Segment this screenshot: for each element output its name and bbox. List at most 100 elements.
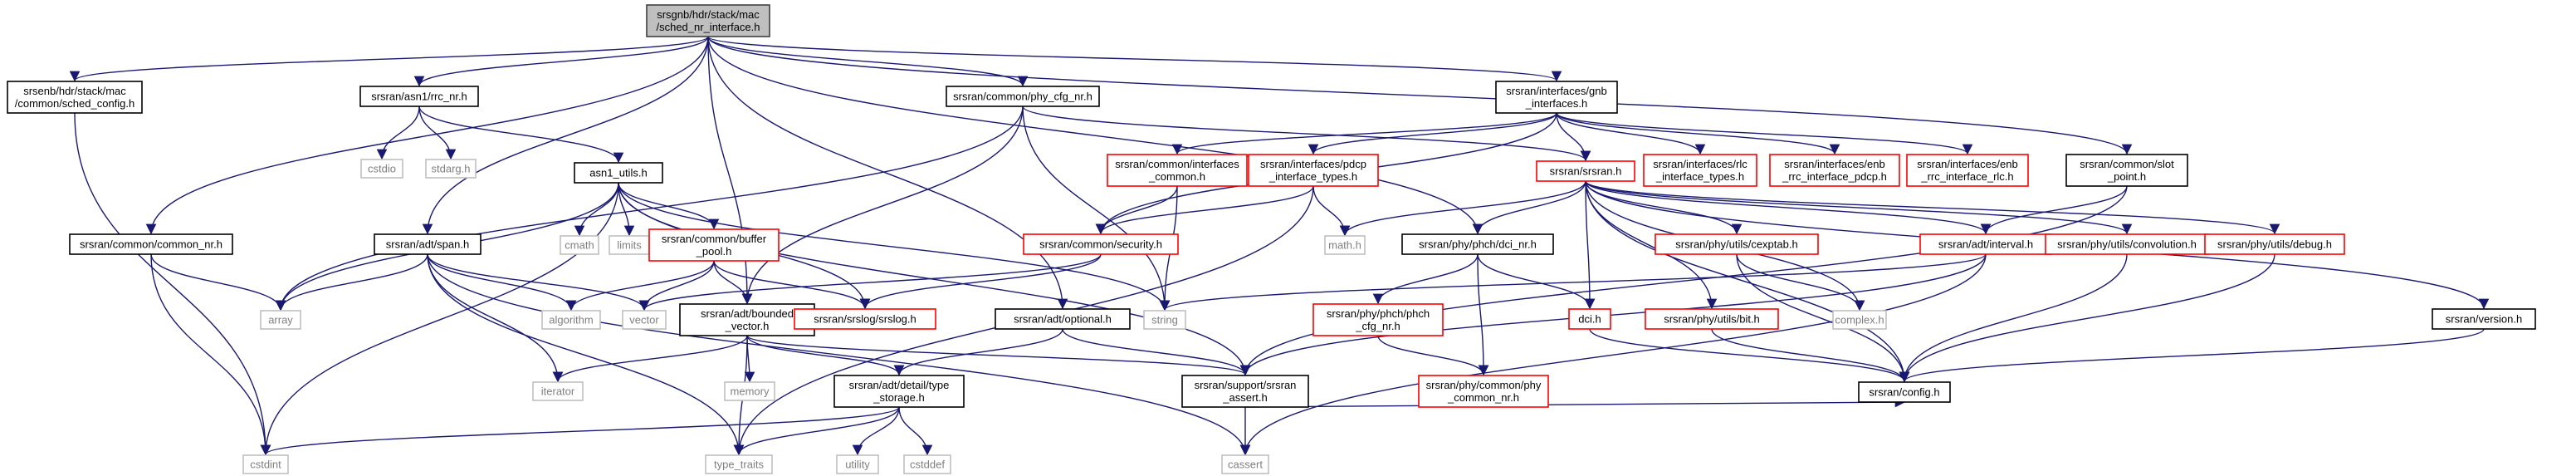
edge-srsran_assert-to-config_h — [1244, 396, 1906, 408]
node-srsran_h[interactable]: srsran/srsran.h — [1536, 160, 1635, 182]
node-algorithm: algorithm — [541, 310, 601, 330]
node-srslog[interactable]: srsran/srslog/srslog.h — [794, 308, 936, 330]
node-box-string — [1143, 310, 1186, 330]
node-interval[interactable]: srsran/adt/interval.h — [1919, 233, 2052, 255]
node-rrc_nr[interactable]: srsran/asn1/rrc_nr.h — [359, 86, 479, 107]
node-label-gnb_interfaces-0: srsran/interfaces/gnb — [1506, 85, 1606, 97]
node-complex_h: complex.h — [1832, 310, 1887, 330]
node-security[interactable]: srsran/common/security.h — [1023, 233, 1179, 255]
node-convolution[interactable]: srsran/phy/utils/convolution.h — [2045, 233, 2209, 255]
node-dci_h[interactable]: dci.h — [1568, 308, 1611, 330]
edge-buffer_pool-to-algorithm — [565, 260, 715, 312]
edge-root-to-phy_cfg_nr — [707, 36, 1029, 87]
node-rlc_interface_types[interactable]: srsran/interfaces/rlc_interface_types.h — [1643, 154, 1757, 187]
node-label-cstddef-0: cstddef — [910, 459, 945, 471]
node-label-interval-0: srsran/adt/interval.h — [1938, 238, 2033, 251]
node-cexptab[interactable]: srsran/phy/utils/cexptab.h — [1655, 233, 1819, 255]
node-label-enb_rrc_interface_rlc-0: srsran/interfaces/enb — [1917, 158, 2017, 170]
node-bit_h[interactable]: srsran/phy/utils/bit.h — [1645, 308, 1779, 330]
node-label-gnb_interfaces-1: _interfaces.h — [1525, 97, 1587, 110]
node-phy_common_nr[interactable]: srsran/phy/common/phy_common_nr.h — [1418, 375, 1549, 408]
node-common_interfaces[interactable]: srsran/common/interfaces_common.h — [1107, 154, 1248, 187]
edge-type_storage-to-type_traits — [733, 406, 900, 456]
node-box-security — [1023, 233, 1179, 255]
node-label-version-0: srsran/version.h — [2446, 313, 2522, 326]
node-box-cassert — [1221, 454, 1269, 474]
edge-gnb_interfaces-to-common_interfaces — [1171, 112, 1557, 155]
edge-phy_cfg_nr-to-string — [1022, 106, 1171, 312]
node-utility: utility — [836, 454, 879, 474]
edge-rrc_nr-to-asn1_utils — [418, 106, 624, 164]
node-box-srsran_assert — [1181, 375, 1309, 408]
node-dci_nr[interactable]: srsran/phy/phch/dci_nr.h — [1401, 233, 1554, 255]
node-common_nr[interactable]: srsran/common/common_nr.h — [69, 233, 233, 255]
node-optional[interactable]: srsran/adt/optional.h — [995, 308, 1131, 330]
node-root[interactable]: srsgnb/hdr/stack/mac/sched_nr_interface.… — [646, 4, 770, 37]
node-box-common_nr — [69, 233, 233, 255]
node-stdarg: stdarg.h — [425, 159, 477, 179]
node-math_h: math.h — [1324, 235, 1366, 255]
edge-interval-to-srsran_assert — [1239, 253, 1987, 376]
node-phch_cfg_nr[interactable]: srsran/phy/phch/phch_cfg_nr.h — [1312, 303, 1444, 336]
node-box-convolution — [2045, 233, 2209, 255]
node-label-phch_cfg_nr-1: _cfg_nr.h — [1355, 320, 1400, 332]
node-buffer_pool[interactable]: srsran/common/buffer_pool.h — [648, 228, 780, 262]
edge-asn1_utils-to-limits — [618, 182, 635, 237]
node-box-complex_h — [1832, 310, 1887, 330]
node-srsran_assert[interactable]: srsran/support/srsran_assert.h — [1181, 375, 1309, 408]
node-label-slot_point-1: _point.h — [2107, 170, 2146, 183]
node-enb_rrc_interface_pdcp[interactable]: srsran/interfaces/enb_rrc_interface_pdcp… — [1769, 154, 1900, 187]
node-label-debug_h-0: srsran/phy/utils/debug.h — [2217, 238, 2332, 251]
node-label-cmath-0: cmath — [565, 239, 594, 252]
node-debug_h[interactable]: srsran/phy/utils/debug.h — [2204, 233, 2345, 255]
node-version[interactable]: srsran/version.h — [2432, 308, 2536, 330]
node-phy_cfg_nr[interactable]: srsran/common/phy_cfg_nr.h — [946, 86, 1100, 107]
node-limits: limits — [609, 235, 650, 255]
node-label-phy_common_nr-1: _common_nr.h — [1447, 391, 1519, 404]
node-asn1_utils[interactable]: asn1_utils.h — [574, 162, 663, 184]
node-label-dci_h-0: dci.h — [1578, 313, 1601, 326]
node-box-phy_cfg_nr — [946, 86, 1100, 107]
node-label-root-1: /sched_nr_interface.h — [656, 21, 760, 33]
node-type_storage[interactable]: srsran/adt/detail/type_storage.h — [833, 375, 965, 408]
node-gnb_interfaces[interactable]: srsran/interfaces/gnb_interfaces.h — [1495, 81, 1618, 114]
node-cstdio: cstdio — [360, 159, 403, 179]
node-box-pdcp_interface_types — [1248, 154, 1379, 187]
node-label-rlc_interface_types-0: srsran/interfaces/rlc — [1653, 158, 1747, 170]
edge-phch_cfg_nr-to-phy_common_nr — [1377, 335, 1489, 376]
node-slot_point[interactable]: srsran/common/slot_point.h — [2065, 154, 2188, 187]
node-config_h[interactable]: srsran/config.h — [1858, 381, 1951, 403]
node-box-dci_nr — [1401, 233, 1554, 255]
edge-common_nr-to-cstdint — [150, 253, 271, 456]
edge-span-to-cassert — [427, 253, 1251, 456]
edge-common_nr-to-array — [150, 253, 286, 312]
edge-security-to-srslog — [859, 253, 1102, 310]
node-box-iterator — [532, 381, 584, 401]
node-label-cassert-0: cassert — [1228, 459, 1263, 471]
node-label-cexptab-0: srsran/phy/utils/cexptab.h — [1675, 238, 1797, 251]
node-label-complex_h-0: complex.h — [1835, 314, 1884, 326]
edge-span-to-vector — [427, 253, 650, 312]
node-box-enb_rrc_interface_pdcp — [1769, 154, 1900, 187]
edge-root-to-optional — [707, 36, 1068, 310]
node-cmath: cmath — [560, 235, 599, 255]
node-box-type_traits — [705, 454, 773, 474]
edge-root-to-slot_point — [707, 36, 2133, 155]
edge-root-to-span — [422, 36, 709, 235]
node-pdcp_interface_types[interactable]: srsran/interfaces/pdcp_interface_types.h — [1248, 154, 1379, 187]
edge-span-to-type_traits — [427, 253, 745, 456]
node-enb_rrc_interface_rlc[interactable]: srsran/interfaces/enb_rrc_interface_rlc.… — [1906, 154, 2029, 187]
edge-convolution-to-config_h — [1899, 253, 2128, 383]
edge-dci_h-to-config_h — [1589, 328, 1910, 383]
edge-gnb_interfaces-to-srsran_h — [1556, 112, 1591, 162]
node-sched_config[interactable]: srsenb/hdr/stack/mac/common/sched_config… — [7, 81, 143, 114]
node-span[interactable]: srsran/adt/span.h — [374, 233, 481, 255]
node-box-type_storage — [833, 375, 965, 408]
node-label-phy_common_nr-0: srsran/phy/common/phy — [1426, 379, 1542, 391]
edge-type_storage-to-cstddef — [898, 406, 933, 456]
node-box-algorithm — [541, 310, 601, 330]
node-label-common_nr-0: srsran/common/common_nr.h — [80, 238, 222, 251]
node-label-string-0: string — [1151, 314, 1178, 326]
node-label-optional-0: srsran/adt/optional.h — [1014, 313, 1112, 326]
